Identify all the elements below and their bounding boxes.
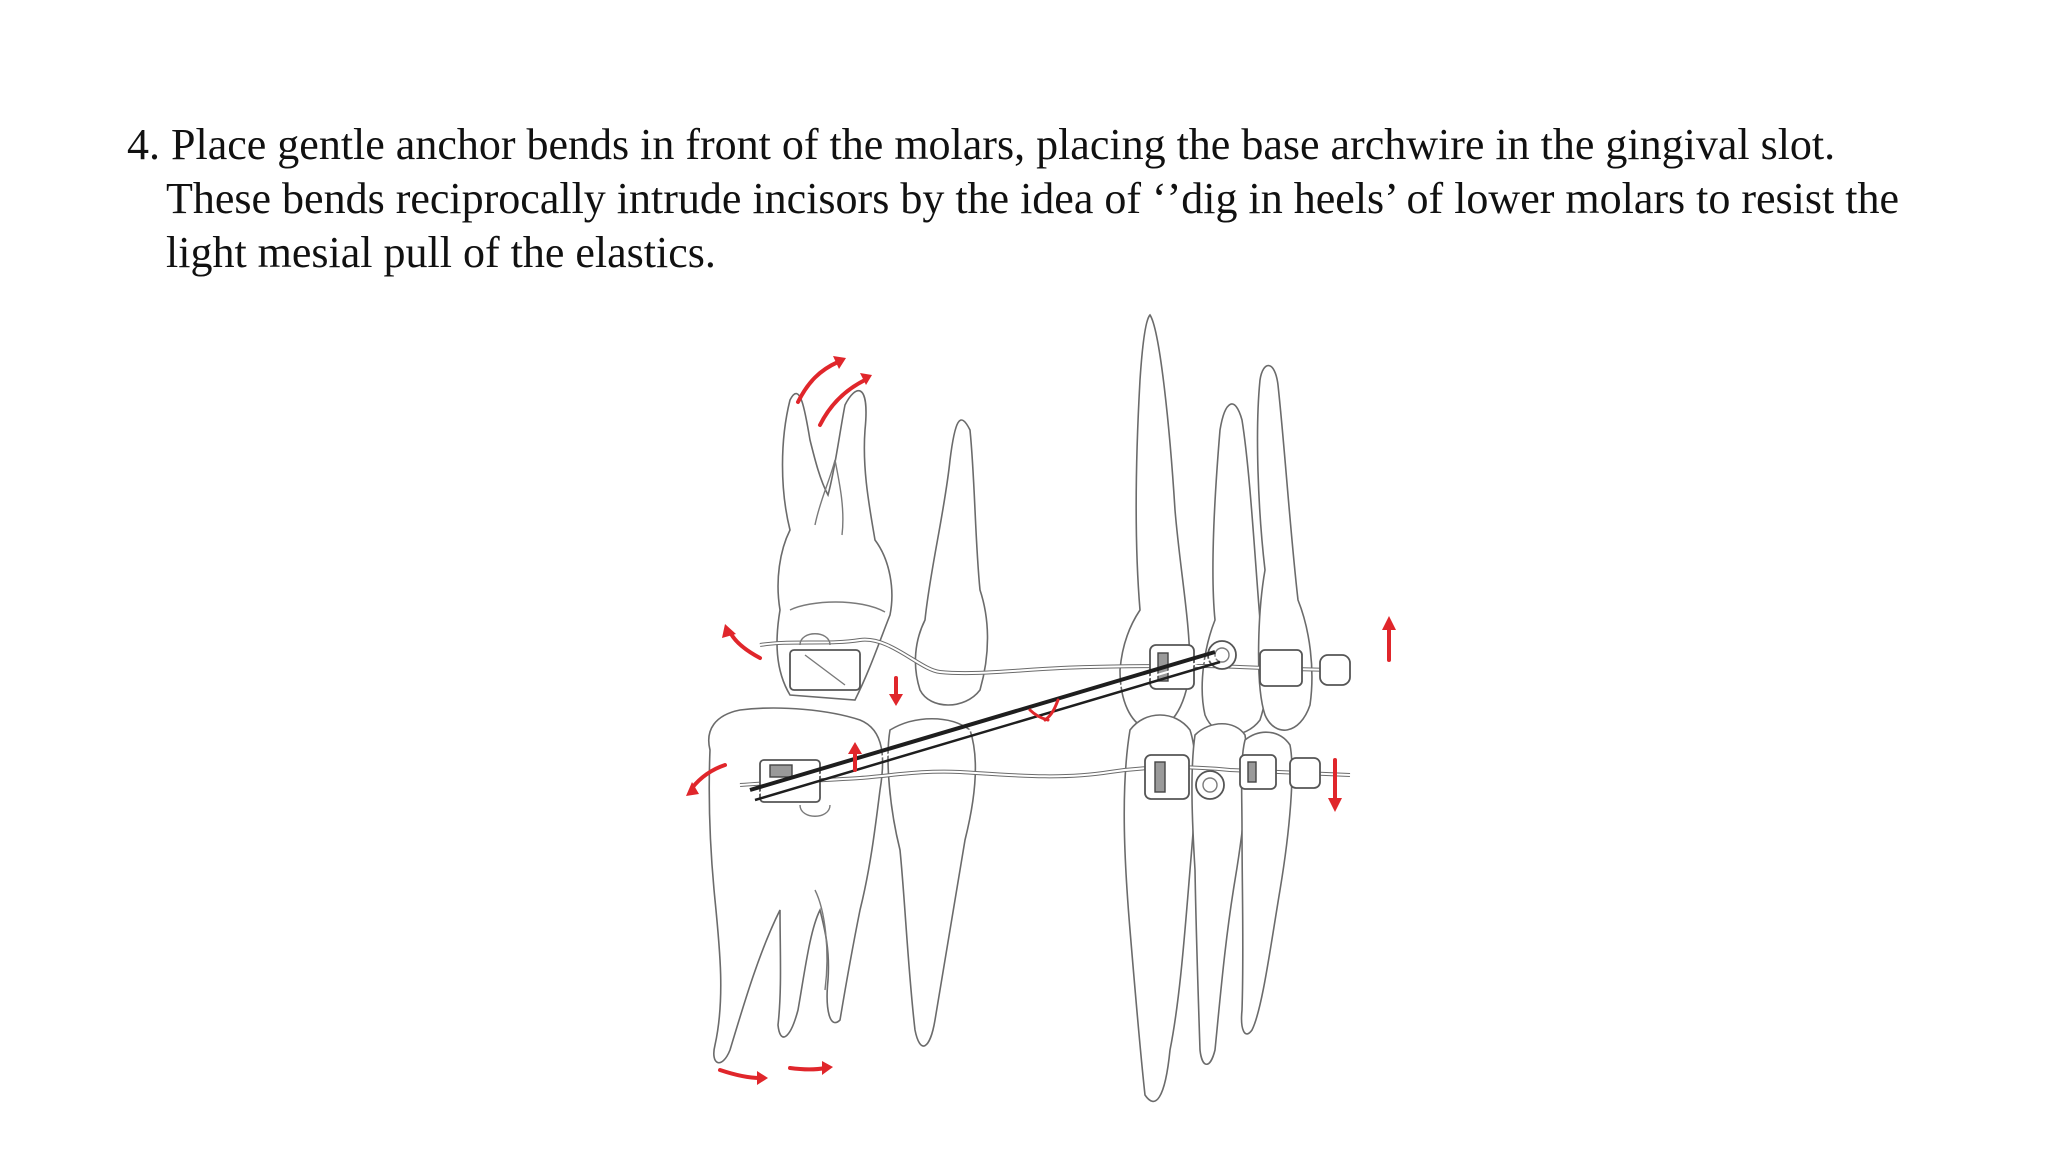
upper-molar-tube (789, 633, 861, 691)
intermaxillary-elastic (749, 650, 1221, 802)
force-arrows (686, 356, 1396, 1085)
upper-central-incisor (1256, 364, 1313, 731)
upper-molar (776, 389, 893, 701)
lower-premolar (887, 717, 977, 1047)
lower-incisors (1191, 723, 1293, 1066)
upper-canine (1119, 313, 1191, 731)
step-paragraph: 4. Place gentle anchor bends in front of… (127, 118, 1947, 280)
orthodontic-illustration (630, 310, 1430, 1110)
lower-incisor-brackets (1239, 754, 1321, 790)
slide-body-text: 4. Place gentle anchor bends in front of… (127, 118, 1947, 280)
step-text: Place gentle anchor bends in front of th… (166, 120, 1899, 277)
upper-premolar (914, 419, 989, 706)
lower-molar (708, 707, 884, 1064)
step-number: 4. (127, 120, 160, 169)
teeth-diagram (686, 313, 1396, 1103)
upper-incisor-brackets (1259, 649, 1351, 687)
lower-canine-bracket (1144, 754, 1225, 800)
